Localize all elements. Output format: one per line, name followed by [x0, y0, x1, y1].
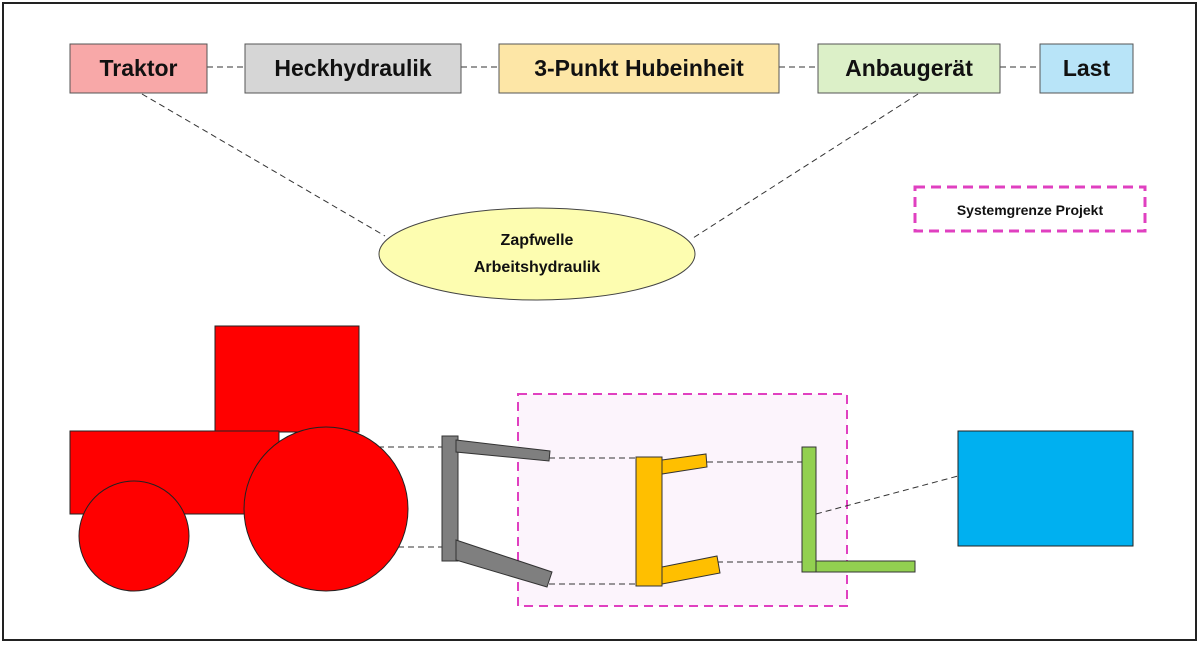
- legend-system-boundary: Systemgrenze Projekt: [913, 185, 1147, 233]
- hitch-lower-arm: [661, 555, 721, 585]
- hitch-frame: [635, 456, 663, 587]
- interface-label-line1: Zapfwelle: [501, 232, 574, 249]
- implement-pictogram: [801, 446, 916, 573]
- connector-anbau-interface: [692, 93, 919, 239]
- tractor-pictogram: [69, 325, 409, 592]
- interface-label-line2: Arbeitshydraulik: [474, 259, 600, 276]
- node-heckhydraulik: Heckhydraulik: [244, 43, 462, 94]
- node-last: Last: [1039, 43, 1134, 94]
- node-hubeinheit: 3-Punkt Hubeinheit: [498, 43, 780, 94]
- hitch-upper-arm: [661, 453, 708, 475]
- tractor-cabin: [214, 325, 360, 433]
- node-heckhydraulik-box: [244, 43, 462, 94]
- node-traktor-label: Traktor: [100, 55, 178, 81]
- node-hubeinheit-box: [498, 43, 780, 94]
- node-last-box: [1039, 43, 1134, 94]
- chain-connectors: [141, 66, 1040, 239]
- legend-box: [913, 185, 1147, 233]
- implement-fork: [815, 560, 916, 573]
- hitch-pictogram: [635, 453, 721, 587]
- node-anbaugeraet-label: Anbaugerät: [845, 55, 973, 81]
- implement-mast: [801, 446, 817, 573]
- legend-label: Systemgrenze Projekt: [957, 202, 1104, 218]
- node-heckhydraulik-label: Heckhydraulik: [274, 55, 431, 81]
- interface-ellipse: Zapfwelle Arbeitshydraulik: [378, 207, 696, 301]
- connector-traktor-interface: [141, 93, 386, 237]
- node-traktor: Traktor: [69, 43, 208, 94]
- hydraulics-frame: [441, 435, 459, 562]
- load-pictogram: [957, 430, 1134, 547]
- node-anbaugeraet-box: [817, 43, 1001, 94]
- hydraulics-pictogram: [441, 435, 553, 588]
- hydraulics-lower-arm: [455, 539, 553, 588]
- node-hubeinheit-label: 3-Punkt Hubeinheit: [534, 55, 744, 81]
- hydraulics-upper-arm: [455, 439, 551, 462]
- interface-ellipse-shape: [378, 207, 696, 301]
- node-last-label: Last: [1063, 55, 1111, 81]
- connector-implement-load: [815, 475, 959, 515]
- tractor-front-wheel: [78, 480, 190, 592]
- node-anbaugeraet: Anbaugerät: [817, 43, 1001, 94]
- pictogram-connectors: [378, 446, 959, 585]
- tractor-rear-wheel: [243, 426, 409, 592]
- node-traktor-box: [69, 43, 208, 94]
